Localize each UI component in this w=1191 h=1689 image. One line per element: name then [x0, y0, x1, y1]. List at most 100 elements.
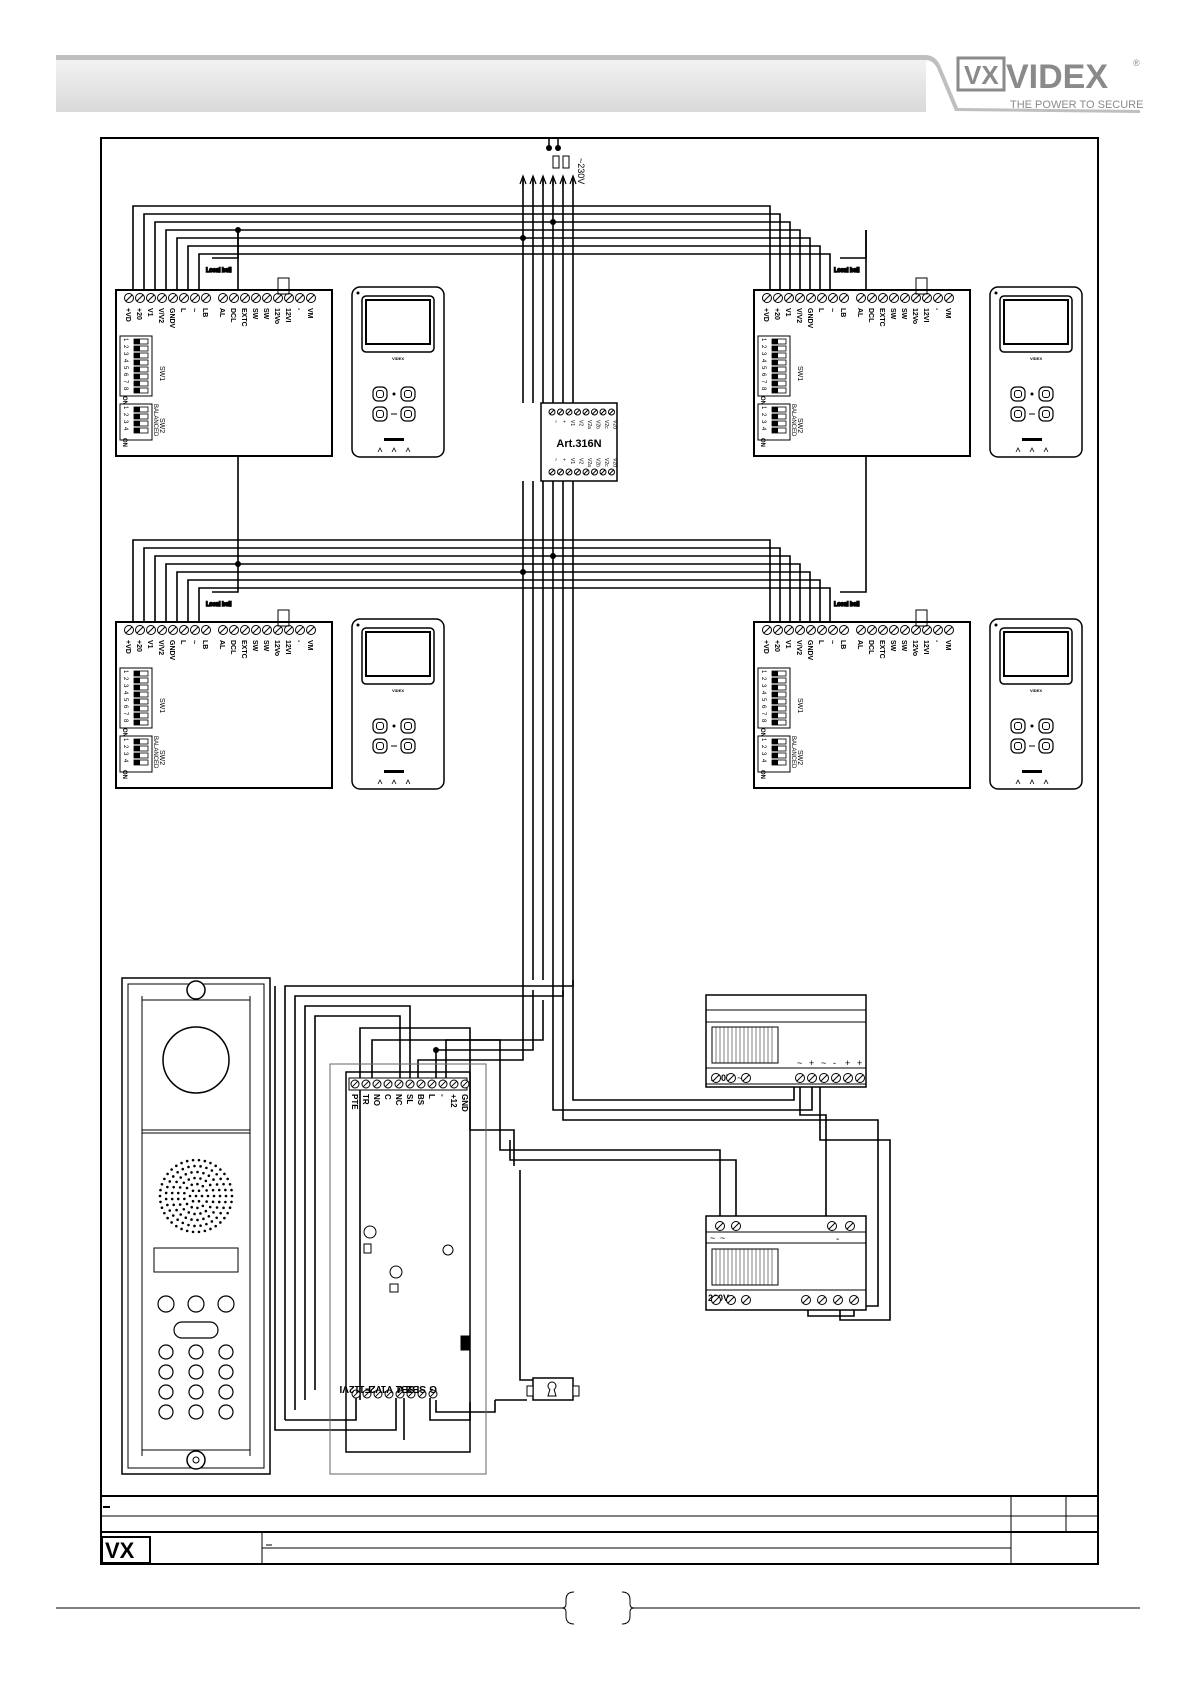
dip-lever-knob [772, 753, 778, 758]
module-terminal-label: SW [900, 640, 907, 652]
module-terminal-label: AL [856, 308, 863, 318]
module-terminal-label: VM [944, 640, 951, 651]
module-terminal [817, 625, 827, 635]
psu2-bottom-terminal [801, 1295, 811, 1305]
keypad-key-icon [158, 1384, 174, 1400]
module-terminal [229, 625, 239, 635]
junction-dot [520, 235, 526, 241]
dip-lever-knob [772, 699, 778, 704]
dip-number: 8 [760, 387, 766, 391]
panel-module-bottom-terminal [384, 1389, 394, 1399]
panel-module-bottom-label: V2 [369, 1383, 382, 1394]
module-terminal-label: SW [889, 640, 896, 652]
wire [359, 1027, 471, 1400]
module-terminal-label: SW [262, 640, 269, 652]
riser-arrows [519, 174, 577, 186]
psu2-bottom-terminal [849, 1295, 859, 1305]
distributor-label: Art.316N [556, 438, 601, 450]
module-terminal [762, 625, 772, 635]
wire [198, 253, 573, 290]
dip-lever-knob [772, 374, 778, 379]
module-terminal [828, 625, 838, 635]
panel-module-top-terminal [438, 1079, 448, 1089]
dip-lever-knob [134, 753, 140, 758]
link-bridge [915, 609, 928, 627]
wire [563, 237, 811, 290]
distributor-top-terminal [608, 408, 615, 416]
riser-arrow-head-icon [519, 174, 527, 185]
distributor-bottom-label: ~ [552, 458, 558, 461]
psu1-output-label: ~ [821, 1058, 826, 1068]
distributor-bottom-label: + [561, 458, 567, 461]
dip-lever-knob [134, 746, 140, 751]
dip-lever-knob [772, 339, 778, 344]
psu1-input-terminal [711, 1073, 721, 1083]
module-terminal-label: ~ [828, 308, 835, 312]
wire [371, 1039, 501, 1080]
wire [533, 547, 781, 622]
module-terminal [190, 293, 200, 303]
distributor-bottom-terminal [599, 468, 607, 476]
module-terminal-label: V/V2 [157, 308, 164, 323]
panel-bottom-screw-icon [186, 1450, 206, 1470]
module-terminal [190, 625, 200, 635]
module-terminal [944, 293, 954, 303]
dip-number: 4 [122, 759, 128, 763]
psu1-output-terminal [807, 1073, 817, 1083]
module-terminal [911, 625, 921, 635]
module-terminal-label: LB [839, 308, 846, 317]
module-terminal [157, 293, 167, 303]
monitor-brand: VIDEX [1030, 356, 1042, 361]
sw1-label: SW1 [796, 366, 803, 381]
module-terminal-label: 12VI [922, 640, 929, 654]
module-terminal-label: DCL [229, 640, 236, 655]
monitor-led-icon [994, 291, 998, 295]
monitor-control-icon [1015, 447, 1021, 453]
psu1-output-label: + [809, 1058, 814, 1068]
module-terminal-label: 12Vo [273, 308, 280, 324]
dip-number: 3 [760, 352, 766, 356]
panel-module-bottom-label: V1 [380, 1383, 393, 1394]
module-terminal-label: EXTC [240, 308, 247, 327]
monitor-control-icon [1043, 447, 1049, 453]
distributor-top-terminal [574, 408, 581, 416]
monitor-control-icon [1029, 447, 1035, 453]
dip-lever-knob [772, 746, 778, 751]
dip-lever-knob [772, 739, 778, 744]
module-terminal [784, 293, 794, 303]
module-terminal-label: AL [218, 308, 225, 318]
panel-module-top-label: NO [372, 1094, 381, 1106]
panel-module-top-terminal [394, 1079, 404, 1089]
dip-lever-knob [134, 699, 140, 704]
dip-number: 5 [760, 366, 766, 370]
name-card-window [153, 1247, 239, 1273]
wire [553, 229, 801, 290]
dip-lever-knob [772, 367, 778, 372]
module-terminal [911, 293, 921, 303]
module-terminal-label: +VD [124, 308, 131, 322]
dip-number: 7 [122, 380, 128, 384]
wire [187, 245, 573, 290]
distributor-bottom-terminal [591, 468, 598, 476]
module-terminal-label: EXTC [878, 308, 885, 327]
dip-lever-knob [772, 706, 778, 711]
wire [573, 253, 831, 290]
dip-number: 2 [760, 745, 766, 749]
wire [132, 539, 523, 622]
junction-dot [550, 219, 556, 225]
module-terminal-label: DCL [867, 308, 874, 323]
videx-logo: VX VIDEX ® THE POWER TO SECURE [956, 56, 1143, 111]
dip-lever-knob [134, 339, 140, 344]
camera-trimmer-icon [389, 1265, 403, 1279]
dip-number: 2 [122, 413, 128, 417]
door-panel-front [121, 977, 271, 1475]
psu1-output-terminal [795, 1073, 805, 1083]
wire [435, 1400, 496, 1413]
wire [543, 555, 791, 622]
panel-module-top-label: NC [394, 1094, 403, 1106]
distributor-bottom-terminal [608, 468, 615, 476]
panel-module-bottom-label: SB1 [395, 1383, 415, 1394]
dip-number: 4 [122, 427, 128, 431]
module-terminal [273, 293, 283, 303]
dip-lever-knob [134, 353, 140, 358]
